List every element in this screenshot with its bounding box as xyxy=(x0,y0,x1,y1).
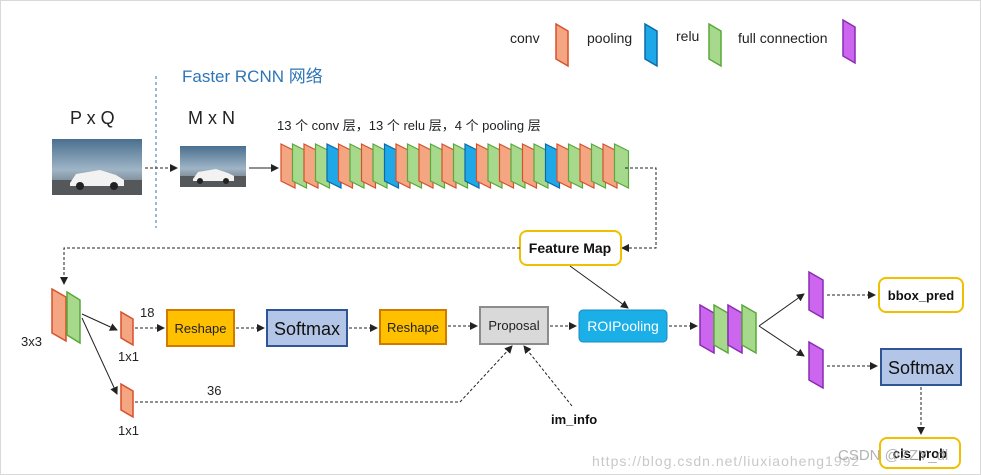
legend: conv pooling relu full connection xyxy=(510,18,856,68)
legend-relu-label: relu xyxy=(676,28,699,44)
diagram-title: Faster RCNN 网络 xyxy=(182,67,323,86)
backbone-layer-relu xyxy=(567,143,584,189)
arrow-iminfo-to-proposal xyxy=(523,345,573,407)
backbone-caption: 13 个 conv 层，13 个 relu 层，4 个 pooling 层 xyxy=(277,118,541,133)
backbone-layer-relu xyxy=(533,143,549,189)
fc-stack xyxy=(699,303,757,355)
cls-prob-label: cls_prob xyxy=(893,446,947,461)
arrow-rpn-to-cls-conv xyxy=(81,313,118,331)
backbone-layer-relu xyxy=(429,143,446,189)
backbone-layer-relu xyxy=(613,143,630,189)
arrow-featuremap-to-roipooling xyxy=(569,265,629,309)
backbone-layer-conv xyxy=(498,143,515,189)
reshape1-box: Reshape xyxy=(166,309,235,347)
rpn-cls-conv1x1 xyxy=(120,310,134,347)
legend-fc-label: full connection xyxy=(738,30,828,46)
feature-map-box: Feature Map xyxy=(519,230,622,266)
rpn-softmax-box: Softmax xyxy=(266,309,348,347)
input-size-label: P x Q xyxy=(70,108,115,128)
arrow-featuremap-to-rpn xyxy=(60,247,520,285)
arrow-fc-to-bbox-fc xyxy=(758,293,805,327)
backbone-layer-relu xyxy=(372,143,388,189)
backbone-layer-conv xyxy=(556,143,572,189)
legend-relu-swatch xyxy=(708,22,722,68)
proposal-box: Proposal xyxy=(479,306,549,345)
legend-fc-swatch xyxy=(842,18,856,65)
bbox-pred-box: bbox_pred xyxy=(878,277,964,313)
backbone-layer-relu xyxy=(590,143,607,189)
backbone-layer-conv xyxy=(418,143,434,189)
watermark-url: https://blog.csdn.net/liuxiaoheng1992 xyxy=(592,453,860,469)
backbone-layer-relu xyxy=(314,143,331,189)
resized-image xyxy=(180,146,246,187)
backbone-layer-relu xyxy=(406,143,423,189)
backbone-layer-pool xyxy=(383,143,400,189)
watermark-badge: CSDN @ZZY_dl xyxy=(838,447,948,464)
bbox-pred-label: bbox_pred xyxy=(888,288,955,303)
backbone-layer-conv xyxy=(337,143,354,189)
backbone-layer-relu xyxy=(510,143,526,189)
backbone-layer-conv xyxy=(579,143,595,189)
resized-size-label: M x N xyxy=(188,108,235,128)
backbone-layer-conv xyxy=(303,143,319,189)
backbone-layer-pool xyxy=(544,143,561,189)
arrow-reg-to-proposal xyxy=(135,345,513,403)
reshape1-label: Reshape xyxy=(174,321,226,336)
backbone-layer-relu xyxy=(452,143,469,189)
head-softmax-label: Softmax xyxy=(888,358,954,378)
reshape2-box: Reshape xyxy=(379,309,447,345)
proposal-label: Proposal xyxy=(488,318,539,333)
rpn-conv3x3 xyxy=(51,287,81,345)
backbone-layer-conv xyxy=(602,143,618,189)
rpn-softmax-label: Softmax xyxy=(274,319,340,339)
backbone-layer-relu xyxy=(487,143,503,189)
input-image xyxy=(52,139,142,195)
backbone-layer-pool xyxy=(464,143,480,189)
backbone-layer-conv xyxy=(360,143,377,189)
arrow-rpn-to-reg-conv xyxy=(81,317,118,395)
backbone-layer-conv xyxy=(441,143,457,189)
backbone-layer-conv xyxy=(475,143,492,189)
roi-pooling-box: ROIPooling xyxy=(578,309,668,343)
arrow-fc-to-cls-fc xyxy=(758,325,805,357)
reshape2-label: Reshape xyxy=(387,320,439,335)
im-info-label: im_info xyxy=(551,412,597,427)
rpn-reg-channels: 36 xyxy=(207,383,221,398)
backbone-layer-relu xyxy=(349,143,365,189)
backbone-layer-conv xyxy=(395,143,411,189)
arrow-backbone-to-featuremap xyxy=(621,167,657,252)
legend-conv-label: conv xyxy=(510,30,540,46)
legend-pooling-label: pooling xyxy=(587,30,632,46)
rpn-reg-conv1x1 xyxy=(120,382,134,419)
backbone-layer-relu xyxy=(291,143,308,189)
backbone-layer-pool xyxy=(326,143,342,189)
backbone-layers xyxy=(280,143,630,189)
rpn-reg-conv-label: 1x1 xyxy=(118,423,139,438)
cls-fc-layer xyxy=(808,340,824,390)
rpn-conv3x3-label: 3x3 xyxy=(21,334,42,349)
feature-map-label: Feature Map xyxy=(529,240,611,256)
backbone-layer-conv xyxy=(280,143,296,189)
rpn-cls-channels: 18 xyxy=(140,305,154,320)
roi-pooling-label: ROIPooling xyxy=(587,318,659,334)
rpn-cls-conv-label: 1x1 xyxy=(118,349,139,364)
legend-pooling-swatch xyxy=(644,22,658,68)
legend-conv-swatch xyxy=(555,22,569,68)
bbox-fc-layer xyxy=(808,270,824,320)
head-softmax-box: Softmax xyxy=(880,348,962,386)
backbone-layer-conv xyxy=(521,143,538,189)
cls-prob-box: cls_prob xyxy=(879,437,961,469)
